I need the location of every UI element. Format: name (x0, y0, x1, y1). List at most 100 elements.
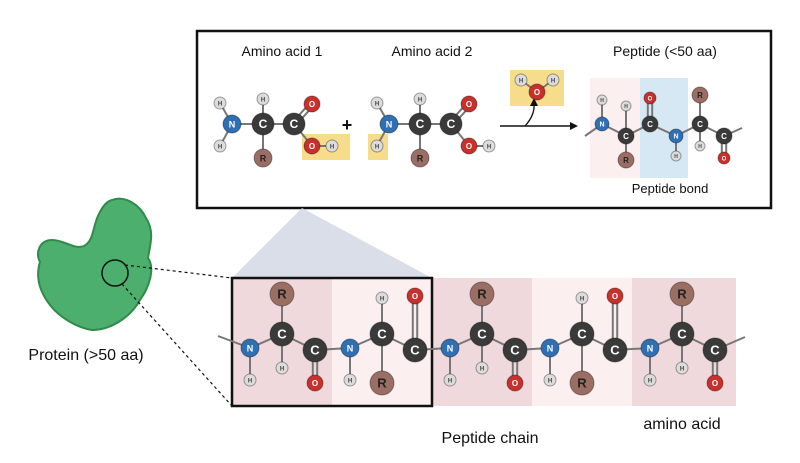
atom-o: O (643, 91, 657, 105)
atom-o: O (306, 374, 324, 392)
svg-text:H: H (674, 154, 678, 160)
zoom-line-bottom (121, 283, 233, 407)
atom-c: C (617, 127, 635, 145)
svg-text:H: H (248, 378, 252, 384)
atom-c: C (269, 321, 295, 347)
svg-text:H: H (680, 366, 684, 372)
atom-r: R (669, 281, 695, 307)
svg-text:O: O (412, 292, 418, 301)
svg-text:H: H (348, 378, 352, 384)
svg-text:H: H (600, 98, 604, 104)
svg-text:C: C (710, 343, 720, 358)
atom-h: H (375, 291, 389, 305)
atom-o: O (528, 83, 546, 101)
svg-text:C: C (377, 327, 387, 342)
atom-o: O (406, 287, 424, 305)
svg-text:H: H (380, 296, 384, 302)
svg-text:O: O (722, 156, 727, 162)
atom-r: R (369, 370, 395, 396)
svg-text:C: C (416, 117, 425, 131)
peptide-label: Peptide (<50 aa) (613, 43, 717, 59)
atom-c: C (691, 115, 709, 133)
reaction-arrow-head (570, 122, 578, 130)
svg-text:H: H (448, 378, 452, 384)
atom-o: O (706, 374, 724, 392)
svg-text:H: H (375, 101, 379, 107)
svg-text:H: H (280, 366, 284, 372)
svg-text:N: N (599, 122, 604, 129)
svg-text:H: H (261, 97, 265, 103)
atom-r: R (253, 148, 273, 168)
svg-text:N: N (247, 343, 254, 353)
svg-text:C: C (623, 132, 629, 141)
svg-text:C: C (721, 132, 727, 141)
atom-c: C (369, 321, 395, 347)
atom-c: C (302, 337, 328, 363)
atom-c: C (469, 321, 495, 347)
protein-label: Protein (>50 aa) (28, 347, 143, 364)
atom-o: O (606, 287, 624, 305)
svg-text:N: N (229, 119, 236, 129)
svg-text:R: R (623, 156, 629, 165)
svg-text:C: C (697, 120, 703, 129)
atom-h: H (596, 94, 608, 106)
atom-o: O (460, 95, 478, 113)
atom-h: H (413, 92, 427, 106)
atom-o: O (717, 151, 731, 165)
atom-h: H (343, 373, 357, 387)
svg-text:C: C (647, 120, 653, 129)
atom-h: H (675, 361, 689, 375)
svg-text:R: R (277, 287, 287, 302)
atom-o: O (303, 95, 321, 113)
atom-h: H (620, 100, 632, 112)
atom-h: H (275, 361, 289, 375)
atom-h: H (643, 373, 657, 387)
svg-text:C: C (290, 117, 299, 131)
svg-text:R: R (377, 376, 387, 391)
atom-c: C (641, 115, 659, 133)
atom-h: H (213, 139, 227, 153)
svg-text:C: C (577, 327, 587, 342)
atom-c: C (502, 337, 528, 363)
atom-h: H (546, 73, 560, 87)
svg-text:R: R (677, 287, 687, 302)
atom-h: H (482, 139, 496, 153)
svg-text:H: H (624, 104, 628, 110)
svg-text:H: H (698, 144, 702, 150)
svg-text:R: R (417, 153, 424, 163)
svg-text:O: O (712, 379, 718, 388)
atom-n: N (340, 338, 360, 358)
svg-text:R: R (260, 153, 267, 163)
svg-text:H: H (580, 296, 584, 302)
protein-blob (37, 197, 153, 332)
atom-n: N (540, 338, 560, 358)
svg-text:O: O (534, 88, 540, 97)
atom-n: N (440, 338, 460, 358)
atom-c: C (702, 337, 728, 363)
atom-r: R (569, 370, 595, 396)
atom-n: N (594, 116, 610, 132)
atom-n: N (240, 338, 260, 358)
svg-text:C: C (510, 343, 520, 358)
plus-sign: + (342, 115, 353, 135)
svg-text:H: H (548, 378, 552, 384)
svg-text:R: R (577, 376, 587, 391)
atom-r: R (269, 281, 295, 307)
atom-c: C (402, 337, 428, 363)
atom-r: R (691, 86, 709, 104)
amino-acid-2-label: Amino acid 2 (392, 43, 473, 59)
svg-text:H: H (375, 144, 379, 150)
svg-text:C: C (677, 327, 687, 342)
svg-text:O: O (466, 100, 472, 109)
atom-n: N (640, 338, 660, 358)
atom-r: R (617, 151, 635, 169)
svg-text:N: N (547, 343, 554, 353)
atom-h: H (514, 73, 528, 87)
atom-h: H (213, 96, 227, 110)
svg-text:N: N (447, 343, 454, 353)
water-release-arrow-head (530, 98, 538, 106)
svg-text:C: C (610, 343, 620, 358)
svg-text:N: N (673, 134, 678, 141)
atom-c: C (251, 112, 275, 136)
